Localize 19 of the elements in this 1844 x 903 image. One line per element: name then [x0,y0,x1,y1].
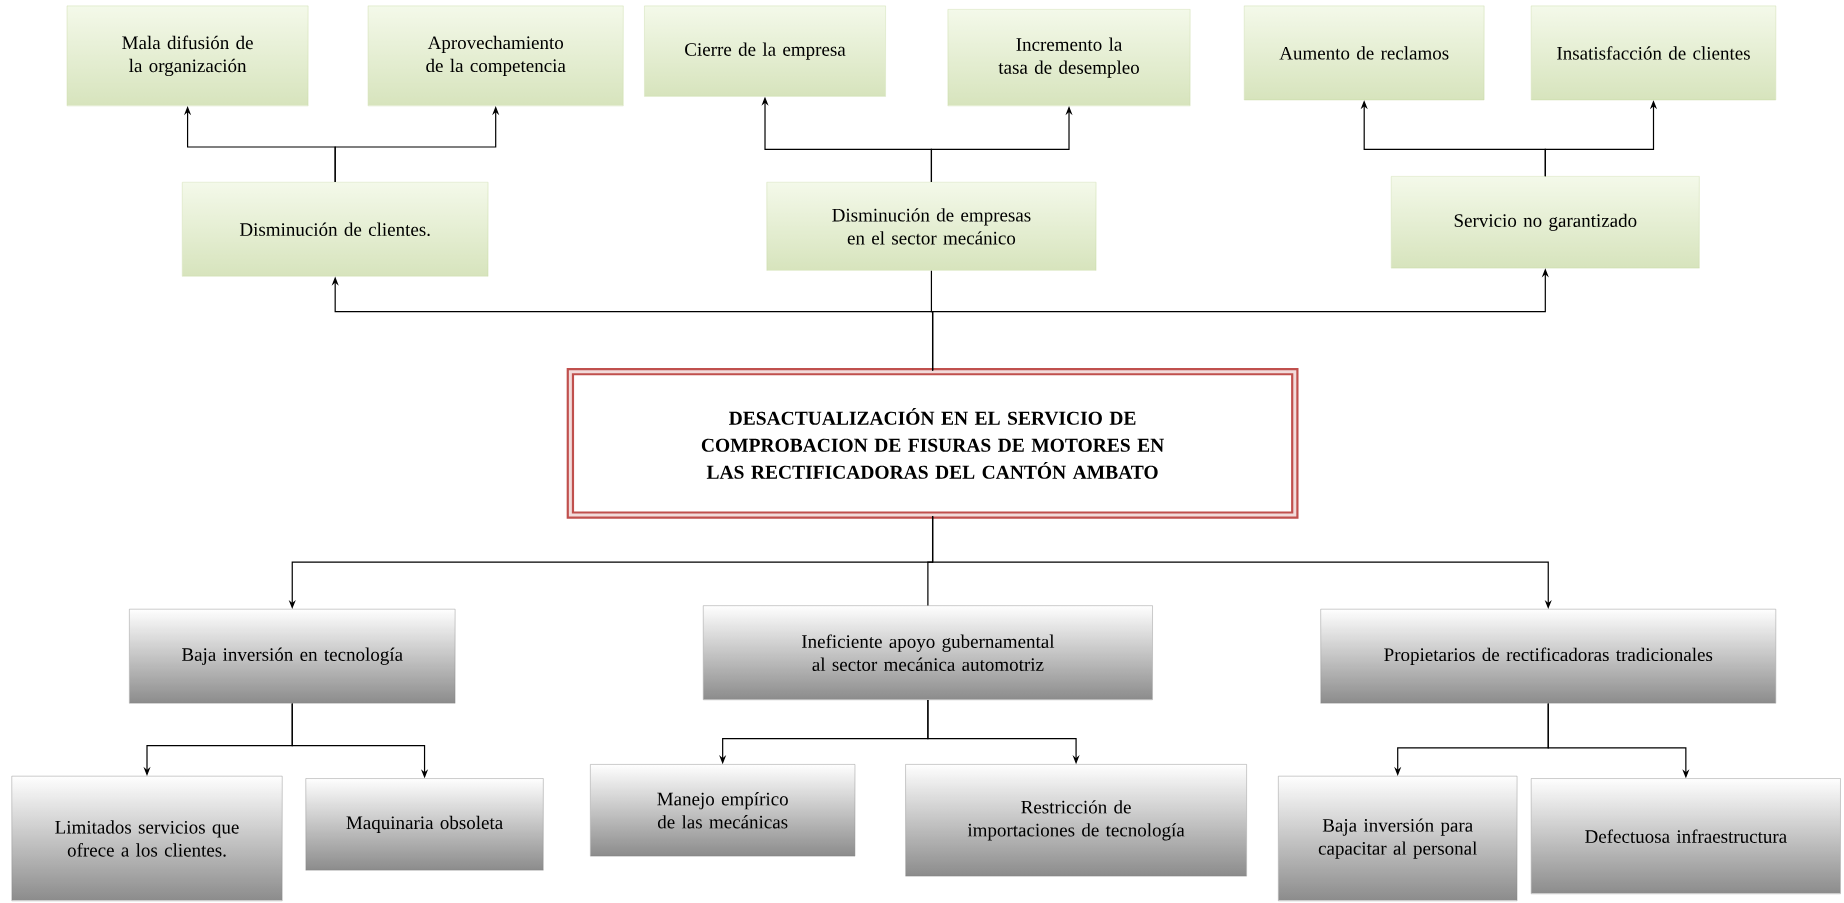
cause-box: Defectuosa infraestructura [1531,778,1841,894]
effect-box: Incremento la tasa de desempleo [947,9,1191,107]
effect-box: Insatisfacción de clientes [1531,5,1776,101]
effect-box: Servicio no garantizado [1391,176,1700,269]
cause-box: Ineficiente apoyo gubernamental al sector mecánica automotriz [703,605,1153,700]
effect-box: Disminución de empresas en el sector mecánico [766,182,1097,271]
effect-box: Cierre de la empresa [644,5,886,97]
cause-box: Baja inversión en tecnología [129,609,456,704]
problem-box: DESACTUALIZACIÓN EN EL SERVICIO DE COMPROBACION DE FISURAS DE MOTORES EN LAS RECTIFICADORAS DEL CANTÓN AMBATO [566,367,1299,519]
effect-box: Disminución de clientes. [182,182,489,277]
cause-box: Manejo empírico de las mecánicas [590,764,856,857]
cause-box: Limitados servicios que ofrece a los clientes. [11,775,283,902]
effect-box: Mala difusión de la organización [66,5,309,107]
effect-box: Aumento de reclamos [1244,5,1485,101]
cause-box: Restricción de importaciones de tecnología [905,764,1247,877]
cause-box: Maquinaria obsoleta [305,778,544,871]
cause-box: Baja inversión para capacitar al personal [1278,775,1518,902]
effect-box: Aprovechamiento de la competencia [367,5,624,107]
cause-box: Propietarios de rectificadoras tradicionales [1320,609,1776,704]
